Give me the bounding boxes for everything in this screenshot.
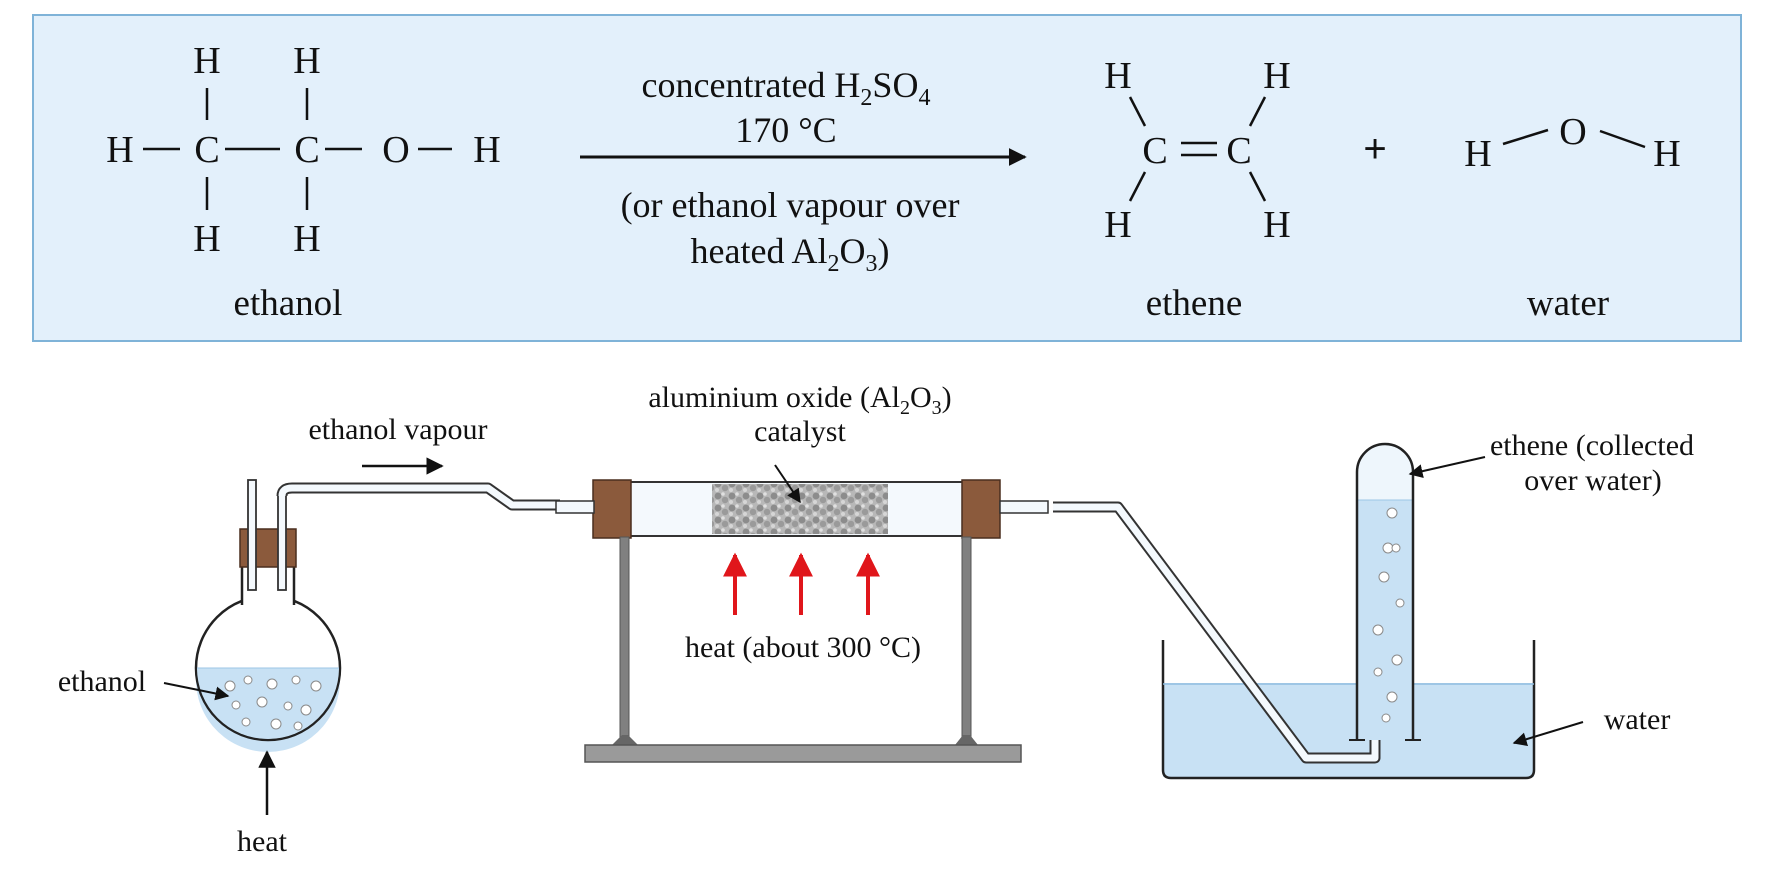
ethene-h-top-right: H bbox=[1263, 55, 1290, 97]
ethene-pointer-arrow bbox=[1408, 456, 1486, 479]
collecting-tube bbox=[1349, 442, 1421, 741]
heat-arrows bbox=[723, 552, 880, 615]
ethene-c2: C bbox=[1226, 130, 1251, 172]
flask-short-tube bbox=[247, 479, 257, 591]
catalyst-pointer-arrow bbox=[774, 464, 801, 504]
ethanol-h-left: H bbox=[106, 129, 133, 171]
ethene-structure: C C H H H H bbox=[1104, 55, 1290, 246]
ethene-h-top-left: H bbox=[1104, 55, 1131, 97]
label-ethene-collected-2: over water) bbox=[1524, 464, 1661, 497]
condition-temperature: 170 °C bbox=[735, 110, 836, 150]
equation-panel: H C C O H H H H H ethanol concentrated H… bbox=[32, 14, 1742, 342]
water-pointer-arrow bbox=[1512, 721, 1584, 747]
ethanol-h-bottom1: H bbox=[193, 218, 220, 260]
ethanol-name: ethanol bbox=[234, 283, 343, 324]
apparatus: ethanol vapour aluminium oxide (Al2O3) c… bbox=[58, 381, 1694, 858]
vapour-tube bbox=[278, 484, 560, 509]
stand-base bbox=[584, 744, 1022, 763]
plus-sign: + bbox=[1363, 127, 1386, 171]
ethene-name: ethene bbox=[1146, 283, 1243, 324]
label-heat-300: heat (about 300 °C) bbox=[685, 631, 921, 664]
water-name: water bbox=[1527, 283, 1609, 324]
ethene-c1: C bbox=[1142, 130, 1167, 172]
ethanol-h-top2: H bbox=[293, 40, 320, 82]
label-water: water bbox=[1604, 703, 1671, 736]
ethanol-h-right: H bbox=[473, 129, 500, 171]
ethene-bubbles bbox=[1372, 507, 1405, 723]
right-stopper bbox=[961, 479, 1001, 539]
aluminium-oxide-catalyst bbox=[712, 484, 888, 534]
ethanol-h-top1: H bbox=[193, 40, 220, 82]
water-structure: H O H bbox=[1464, 111, 1680, 175]
label-catalyst: catalyst bbox=[754, 415, 846, 448]
ethanol-c1: C bbox=[194, 129, 219, 171]
label-ethene-collected-1: ethene (collected bbox=[1490, 429, 1694, 462]
ethanol-o: O bbox=[382, 129, 409, 171]
catalyst-tube bbox=[555, 479, 1049, 539]
water-h-left: H bbox=[1464, 133, 1491, 175]
water-h-right: H bbox=[1653, 133, 1680, 175]
water-o: O bbox=[1559, 111, 1586, 153]
ethanol-structure: H C C O H H H H H bbox=[106, 40, 500, 260]
condition-alternative-line1: (or ethanol vapour over bbox=[621, 185, 960, 225]
reaction-conditions: concentrated H2SO4 170 °C (or ethanol va… bbox=[580, 65, 1027, 277]
label-aluminium-oxide: aluminium oxide (Al2O3) bbox=[648, 381, 951, 419]
delivery-tube bbox=[1053, 503, 1379, 762]
left-stopper bbox=[592, 479, 632, 539]
ethanol-c2: C bbox=[294, 129, 319, 171]
label-ethanol-vapour: ethanol vapour bbox=[308, 413, 487, 446]
flask-bubbles bbox=[224, 675, 322, 731]
condition-concentrated-h2so4: concentrated H2SO4 bbox=[642, 65, 931, 111]
ethanol-pointer-arrow bbox=[163, 682, 230, 701]
label-heat: heat bbox=[237, 825, 288, 858]
ethene-h-bottom-right: H bbox=[1263, 204, 1290, 246]
round-bottom-flask bbox=[194, 479, 342, 752]
condition-alternative-line2: heated Al2O3) bbox=[691, 231, 890, 277]
flask-delivery-tube-stem bbox=[277, 494, 287, 591]
collected-ethene-gas bbox=[1357, 444, 1413, 500]
ethene-h-bottom-left: H bbox=[1104, 204, 1131, 246]
tube-stand bbox=[584, 536, 1022, 763]
ethanol-h-bottom2: H bbox=[293, 218, 320, 260]
equation-panel-background bbox=[32, 14, 1742, 342]
label-ethanol: ethanol bbox=[58, 665, 146, 698]
